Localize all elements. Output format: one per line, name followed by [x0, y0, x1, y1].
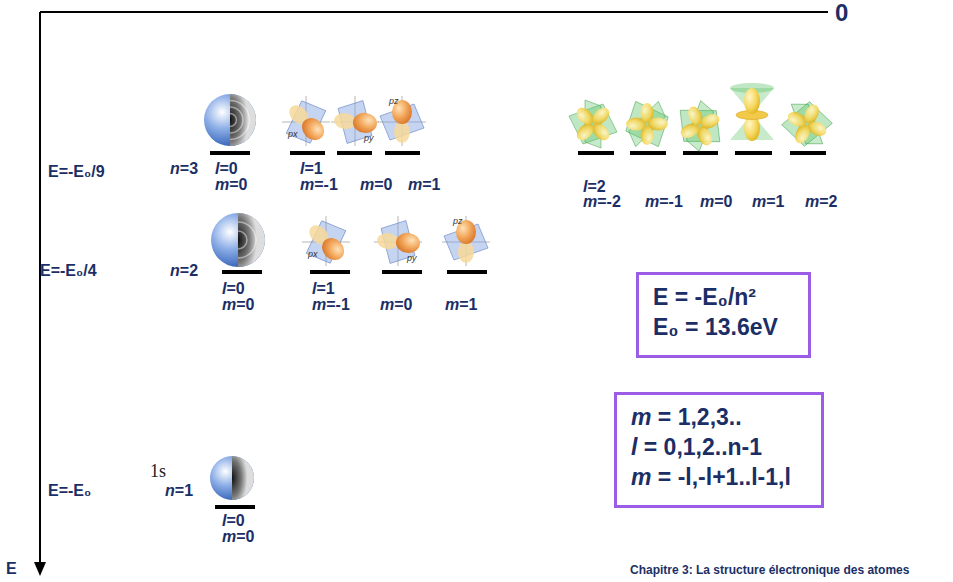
- energy-level-bar: [630, 151, 666, 155]
- energy-axes: [34, 12, 828, 576]
- axis-label: pz: [389, 97, 399, 107]
- energy-level-bar: [385, 151, 420, 155]
- level-label: m=-1: [312, 296, 350, 314]
- energy-level-bar: [735, 151, 772, 155]
- level-label: E=-E₀: [48, 482, 91, 500]
- level-label: m=2: [805, 193, 837, 211]
- level-label: m=-1: [300, 176, 338, 194]
- axis-label: px: [288, 130, 298, 140]
- level-label: m=-2: [583, 193, 621, 211]
- formula-text: m = 1,2,3..: [631, 403, 807, 433]
- level-label: m=0: [380, 296, 412, 314]
- d-orbital: [776, 93, 838, 155]
- p-orbital: [374, 216, 422, 266]
- energy-level-bar: [578, 151, 614, 155]
- axis-label: px: [308, 250, 318, 260]
- level-label: m=1: [752, 193, 784, 211]
- level-label: l=1: [312, 280, 335, 298]
- level-label: n=2: [170, 262, 198, 280]
- energy-level-bar: [215, 505, 255, 509]
- level-label: n=3: [170, 160, 198, 178]
- level-bars: [210, 153, 826, 507]
- level-label: m=0: [222, 296, 254, 314]
- p-orbital: [296, 212, 358, 274]
- s-orbital: [204, 94, 256, 146]
- d-orbital: [613, 90, 681, 158]
- formula-text: l = 0,1,2..n-1: [631, 433, 807, 463]
- formula-text: E = -E₀/n²: [653, 283, 794, 313]
- energy-level-bar: [222, 270, 262, 274]
- level-label: Chapitre 3: La structure électronique de…: [630, 564, 909, 577]
- energy-level-bar: [447, 270, 487, 274]
- s-orbital: [211, 213, 265, 267]
- zero-energy-line: [40, 11, 828, 13]
- level-label: l=0: [222, 280, 245, 298]
- level-label: m=0: [215, 176, 247, 194]
- level-label: m=1: [408, 176, 440, 194]
- level-label: m=-1: [645, 193, 683, 211]
- formula-text: E₀ = 13.6eV: [653, 313, 794, 343]
- s-orbital: [210, 456, 254, 500]
- dz2-orbital: [730, 83, 774, 141]
- level-label: m=1: [445, 296, 477, 314]
- level-label: l=2: [583, 178, 606, 196]
- p-orbital: [276, 92, 338, 154]
- level-label: m=0: [700, 193, 732, 211]
- formula-box: E = -E₀/n²E₀ = 13.6eV: [636, 272, 811, 358]
- d-orbital: [569, 100, 617, 148]
- axis-label: pz: [453, 217, 463, 227]
- p-orbital: [331, 96, 379, 146]
- level-label: l=0: [215, 160, 238, 178]
- energy-level-bar: [683, 151, 718, 155]
- level-label: l=1: [300, 160, 323, 178]
- level-label: E=-E₀/4: [40, 262, 97, 280]
- d-orbital: [669, 95, 731, 157]
- energy-level-bar: [210, 151, 250, 155]
- formula-text: m = -l,-l+1..l-1,l: [631, 463, 807, 493]
- level-label: E=-E₀/9: [48, 163, 105, 181]
- energy-level-bar: [382, 270, 422, 274]
- level-label: l=0: [222, 512, 245, 530]
- axis-label: py: [364, 134, 374, 144]
- formula-box: m = 1,2,3..l = 0,1,2..n-1m = -l,-l+1..l-…: [614, 392, 824, 508]
- energy-level-bar: [337, 151, 372, 155]
- axis-label: py: [407, 254, 417, 264]
- p-orbital: [442, 216, 490, 266]
- p-orbital: [378, 96, 426, 146]
- level-label: n=1: [165, 482, 193, 500]
- level-label: m=0: [222, 528, 254, 546]
- level-label: E: [6, 560, 17, 578]
- level-label: 1s: [150, 462, 166, 482]
- level-label: m=0: [360, 176, 392, 194]
- energy-level-bar: [290, 151, 325, 155]
- level-label: 0: [835, 0, 848, 26]
- energy-axis: [39, 12, 41, 566]
- energy-level-bar: [310, 270, 350, 274]
- axis-arrowhead: [34, 562, 46, 576]
- energy-level-bar: [790, 151, 826, 155]
- orbitals: [204, 83, 838, 500]
